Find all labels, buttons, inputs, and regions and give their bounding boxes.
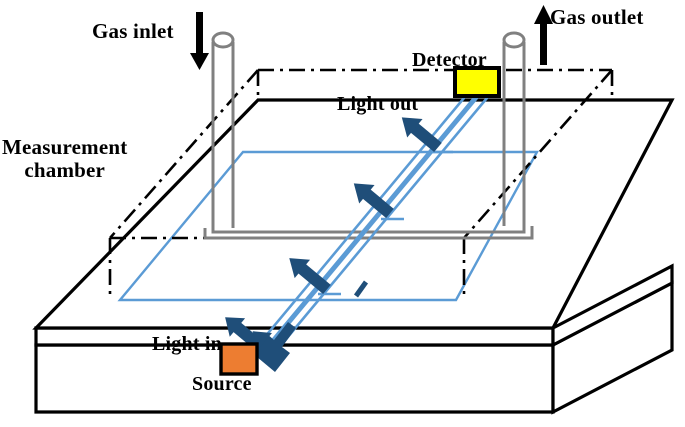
label-measurement-chamber: Measurement chamber [2,136,127,181]
gas-outlet-tube [502,31,526,226]
beam-arrow-c [353,183,394,219]
label-gas-outlet: Gas outlet [550,5,644,29]
base-bar-inner [211,226,526,234]
gas-outlet-arrow [534,5,553,65]
label-source: Source [192,373,252,395]
gas-inlet-arrow [190,12,209,70]
detector-block[interactable] [453,66,501,98]
outlet-arrow-head [534,5,553,24]
beam-arrow-d [401,117,442,153]
tube-base-bar [203,226,534,240]
beam-arrow-b [289,258,331,295]
beam-rail-right [271,91,493,357]
substrate-slab [32,98,675,415]
outlet-arrow-shaft [540,18,547,65]
slab-upper-layer-right [551,263,674,348]
inlet-arrow-shaft [196,12,203,57]
beam-cross-joints [318,150,453,296]
label-gas-inlet: Gas inlet [92,19,174,43]
gas-inlet-tube [211,31,235,228]
label-light-in: Light in [152,333,222,355]
chamber-right-receding-edge [463,69,613,239]
inner-blue-parallelogram [117,150,540,302]
source-block[interactable] [219,342,259,376]
inlet-arrow-head [190,53,209,70]
slab-front-face [34,343,555,414]
label-measurement-chamber-line1: Measurement [2,135,128,159]
outlet-tube-opening [502,31,526,49]
beam-kink-segment [353,280,369,298]
beam-rail-center-a [258,91,480,357]
label-detector: Detector [412,49,487,71]
base-bar-outer [203,226,534,240]
label-measurement-chamber-line2: chamber [24,157,106,182]
beam-arrow-1 [251,322,296,372]
beam-rail-center-b [261,91,483,357]
slab-top-face [32,98,675,330]
inlet-tube-opening [211,31,235,49]
label-light-out: Light out [337,93,419,115]
